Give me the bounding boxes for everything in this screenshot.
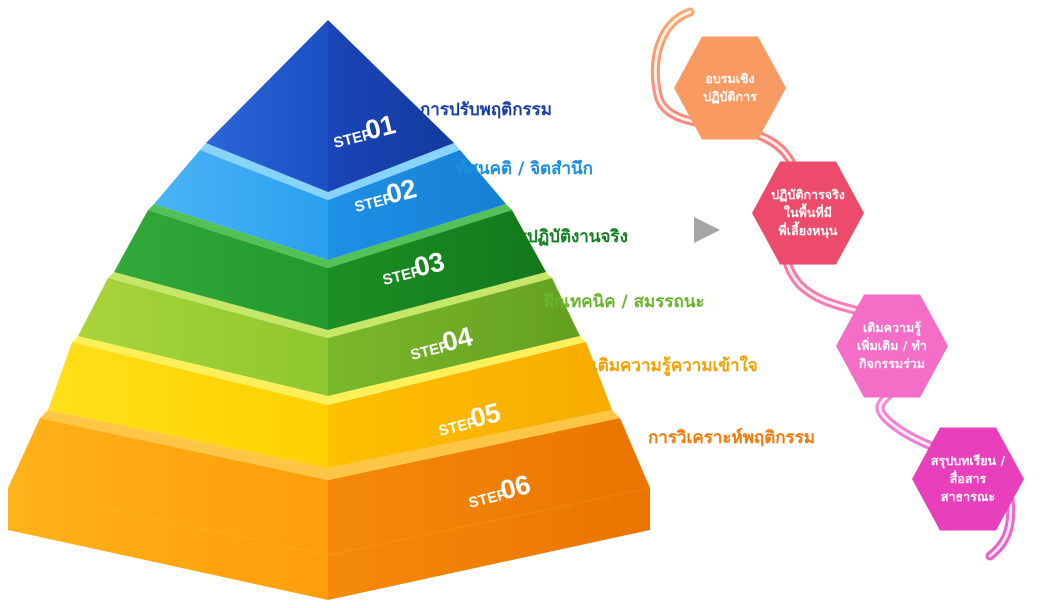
process-stage-4-text: สรุปบทเรียน / สื่อสาร สาธารณะ [930,453,1006,504]
process-stage-3: เติมความรู้ เพิ่มเติม / ทำ กิจกรรมร่วม [836,294,948,398]
pyramid-tier-5 [48,336,612,468]
pyramid-tier-1 [206,20,454,192]
process-stage-2: ปฏิบัติการจริง ในพื้นที่มี พี่เลี้ยงหนุน [752,161,864,265]
pyramid-tier-4 [78,272,580,396]
step-badge-number: 06 [497,469,533,505]
step-badge-number: 03 [411,246,447,282]
step-label-6: การวิเคราะห์พฤติกรรม [648,428,816,448]
pyramid-tier-2 [154,143,506,260]
process-stage-1-text: อบรมเชิง ปฏิบัติการ [703,71,757,104]
step-label-5: เติมความรู้ความเข้าใจ [592,356,758,376]
pyramid-tier-6 [8,410,650,600]
step-badge-4: STEP 04 [409,321,476,364]
step-label-3: การปฏิบัติงานจริง [498,227,628,247]
step-badge-number: 05 [467,397,503,433]
step-badge-number: 04 [439,321,475,357]
process-stage-4: สรุปบทเรียน / สื่อสาร สาธารณะ [912,427,1024,531]
play-triangle-icon [694,217,720,243]
step-label-4: ฝึกเทคนิค / สมรรถนะ [544,292,705,312]
step-badge-2: STEP 02 [353,173,420,216]
process-stage-1: อบรมเชิง ปฏิบัติการ [674,36,786,140]
step-label-1: การปรับพฤติกรรม [420,100,552,120]
step-badge-number: 01 [362,109,398,145]
process-stage-3-text: เติมความรู้ เพิ่มเติม / ทำ กิจกรรมร่วม [857,320,927,371]
step-label-2: ทัศนคติ / จิตสำนึก [456,159,593,179]
process-stage-2-text: ปฏิบัติการจริง ในพื้นที่มี พี่เลี้ยงหนุน [771,187,845,238]
pyramid-tier-3 [114,204,546,330]
step-badge-number: 02 [383,173,419,209]
